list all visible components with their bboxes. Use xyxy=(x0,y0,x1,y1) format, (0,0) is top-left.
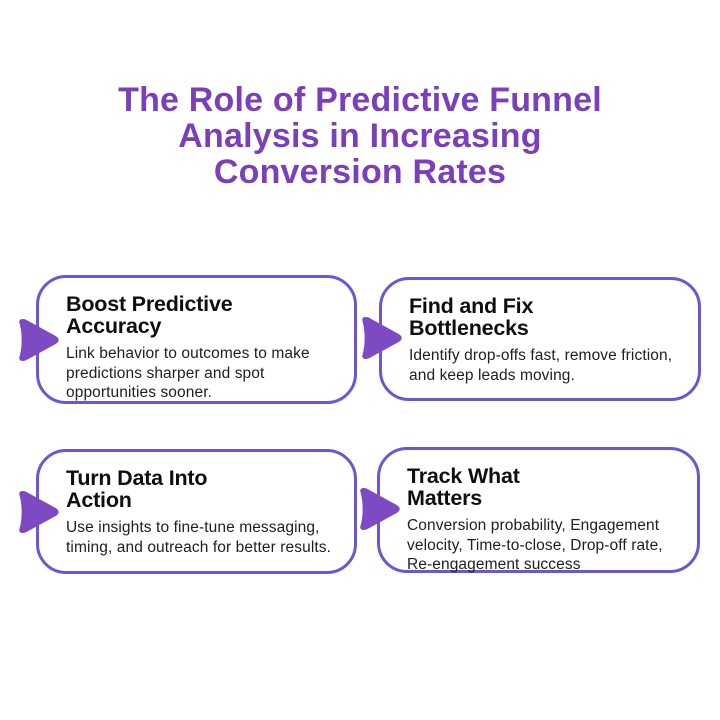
card-heading: Boost Predictive Accuracy xyxy=(66,293,336,337)
card-heading-line-2: Action xyxy=(66,488,132,512)
card-body-text: Identify drop-offs fast, remove friction… xyxy=(409,347,673,384)
page-title-line-3: Conversion Rates xyxy=(213,153,507,191)
card-body-text: Link behavior to outcomes to make predic… xyxy=(66,345,310,401)
arrow-right-icon xyxy=(19,490,59,533)
card-heading: Find and Fix Bottlenecks xyxy=(409,295,680,339)
card-track-what-matters: Track What Matters Conversion probabilit… xyxy=(360,447,700,573)
card-boost-predictive-accuracy: Boost Predictive Accuracy Link behavior … xyxy=(19,275,357,404)
card-heading-line-1: Track What xyxy=(407,464,520,488)
page-title-line-1: The Role of Predictive Funnel xyxy=(118,81,602,119)
card-turn-data-into-action: Turn Data Into Action Use insights to fi… xyxy=(19,449,357,574)
arrow-right-icon xyxy=(362,317,402,359)
arrow-right-icon xyxy=(360,488,400,530)
card-heading-line-1: Find and Fix xyxy=(409,294,534,318)
page-title: The Role of Predictive Funnel Analysis i… xyxy=(0,82,720,190)
page-title-line-2: Analysis in Increasing xyxy=(178,117,542,155)
card-heading: Track What Matters xyxy=(407,465,679,509)
arrow-right-icon xyxy=(19,318,59,361)
card-heading-line-2: Accuracy xyxy=(66,314,162,338)
card-find-and-fix-bottlenecks: Find and Fix Bottlenecks Identify drop-o… xyxy=(362,277,701,401)
card-body-text: Use insights to fine-tune messaging, tim… xyxy=(66,519,332,556)
card-body-text: Conversion probability, Engagement veloc… xyxy=(407,517,663,573)
card-heading-line-1: Turn Data Into xyxy=(66,466,208,490)
card-heading-line-2: Matters xyxy=(407,486,483,510)
card-heading: Turn Data Into Action xyxy=(66,467,336,511)
card-heading-line-2: Bottlenecks xyxy=(409,316,529,340)
card-heading-line-1: Boost Predictive xyxy=(66,292,233,316)
